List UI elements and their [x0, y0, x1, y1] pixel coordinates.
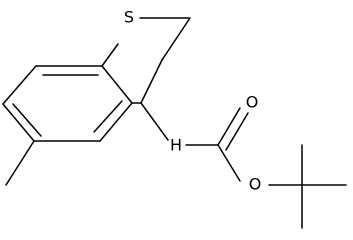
- bond-ch2-ch2: [161, 17, 191, 61]
- nh-hydrogen-label: H: [170, 136, 182, 155]
- bond-carbonyl-to-ester-o: [217, 144, 241, 182]
- bond-ring-upper-left: [2, 65, 37, 105]
- ester-oxygen-label: O: [249, 175, 262, 194]
- bond-methyl: [5, 140, 35, 186]
- bond-carbonyl-o-2: [225, 112, 249, 151]
- bond-ring-lower-left: [2, 103, 35, 142]
- bond-ring-upper-right: [101, 65, 133, 104]
- bond-ring-double-left: [12, 103, 42, 137]
- sulfur-atom-label: S: [124, 8, 134, 27]
- bond-carbonyl-o-1: [217, 107, 241, 146]
- bond-ring-to-s: [101, 43, 119, 67]
- bond-ch2-ch: [140, 59, 163, 104]
- bond-ring-double-right: [93, 100, 123, 133]
- bond-ring-lower-right: [99, 102, 133, 142]
- bond-ch-to-n: [140, 102, 169, 141]
- carbonyl-oxygen-label: O: [246, 93, 259, 112]
